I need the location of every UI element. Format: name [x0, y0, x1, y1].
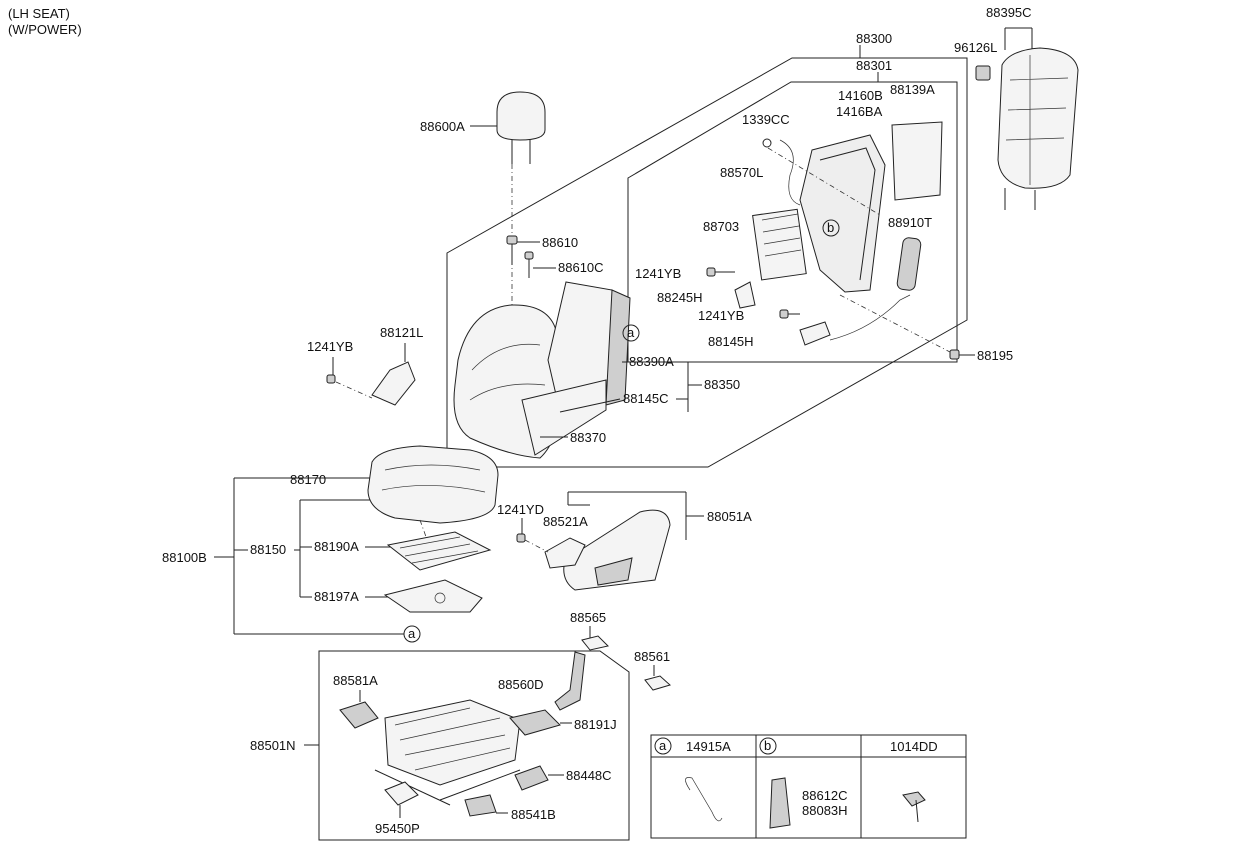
- sensor-mat-88197A: [383, 579, 483, 613]
- label-88560D: 88560D: [498, 677, 544, 692]
- label-88121L: 88121L: [380, 325, 423, 340]
- label-88565: 88565: [570, 610, 606, 625]
- label-1339CC: 1339CC: [742, 112, 790, 127]
- heater-mat-88190A: [386, 531, 492, 571]
- label-88581A: 88581A: [333, 673, 378, 688]
- power-track-group-outline: [304, 650, 630, 841]
- label-88610: 88610: [542, 235, 578, 250]
- callout-b-top: b: [822, 219, 840, 237]
- side-shield-88051A: [516, 491, 704, 591]
- label-88600A: 88600A: [420, 119, 465, 134]
- headrest-88600A: [470, 91, 546, 310]
- label-88501N: 88501N: [250, 738, 296, 753]
- label-88170: 88170: [290, 472, 326, 487]
- callout-a-cushion: a: [403, 625, 421, 643]
- label-88448C: 88448C: [566, 768, 612, 783]
- legend-part-1014DD: 1014DD: [890, 739, 938, 754]
- legend-letter-b: b: [764, 738, 771, 753]
- label-88051A: 88051A: [707, 509, 752, 524]
- label-88197A: 88197A: [314, 589, 359, 604]
- label-88191J: 88191J: [574, 717, 617, 732]
- label-88910T: 88910T: [888, 215, 932, 230]
- label-88300: 88300: [856, 31, 892, 46]
- svg-text:a: a: [408, 626, 416, 641]
- label-88145C: 88145C: [623, 391, 669, 406]
- label-88190A: 88190A: [314, 539, 359, 554]
- label-88245H: 88245H: [657, 290, 703, 305]
- callout-a-top: a: [622, 324, 640, 342]
- label-88561: 88561: [634, 649, 670, 664]
- seat-cushion-88170: [367, 445, 499, 549]
- label-88100B: 88100B: [162, 550, 207, 565]
- header-lh-seat: (LH SEAT): [8, 6, 70, 21]
- legend-part-14915A: 14915A: [686, 739, 731, 754]
- label-88521A: 88521A: [543, 514, 588, 529]
- label-88570L: 88570L: [720, 165, 763, 180]
- legend-part-88612C: 88612C: [802, 788, 848, 803]
- label-88301: 88301: [856, 58, 892, 73]
- svg-text:b: b: [827, 220, 834, 235]
- label-88195: 88195: [977, 348, 1013, 363]
- label-88370: 88370: [570, 430, 606, 445]
- label-1241YD: 1241YD: [497, 502, 544, 517]
- label-88703: 88703: [703, 219, 739, 234]
- clip-88565: [581, 626, 609, 651]
- legend-part-88083H: 88083H: [802, 803, 848, 818]
- label-88541B: 88541B: [511, 807, 556, 822]
- side-cover-88121L: [326, 343, 416, 406]
- label-95450P: 95450P: [375, 821, 420, 836]
- label-1416BA: 1416BA: [836, 104, 883, 119]
- label-96126L: 96126L: [954, 40, 997, 55]
- seat-back-cover: [453, 281, 631, 459]
- label-88350: 88350: [704, 377, 740, 392]
- label-88395C: 88395C: [986, 5, 1032, 20]
- legend-table: [650, 734, 967, 839]
- header-w-power: (W/POWER): [8, 22, 82, 37]
- legend-letter-a: a: [659, 738, 667, 753]
- seat-back-panel-88395C: [975, 27, 1079, 210]
- bracket-88350: [540, 361, 702, 438]
- label-14160B: 14160B: [838, 88, 883, 103]
- seat-back-frame: [706, 121, 975, 360]
- label-88150: 88150: [250, 542, 286, 557]
- label-88145H: 88145H: [708, 334, 754, 349]
- label-1241YB-b: 1241YB: [698, 308, 744, 323]
- label-1241YB-a: 1241YB: [635, 266, 681, 281]
- svg-text:a: a: [627, 325, 635, 340]
- power-track-assembly: [339, 651, 586, 818]
- label-88610C: 88610C: [558, 260, 604, 275]
- clip-88561: [644, 665, 671, 691]
- label-88139A: 88139A: [890, 82, 935, 97]
- label-1241YB-c: 1241YB: [307, 339, 353, 354]
- headrest-guide-88610: [506, 235, 556, 278]
